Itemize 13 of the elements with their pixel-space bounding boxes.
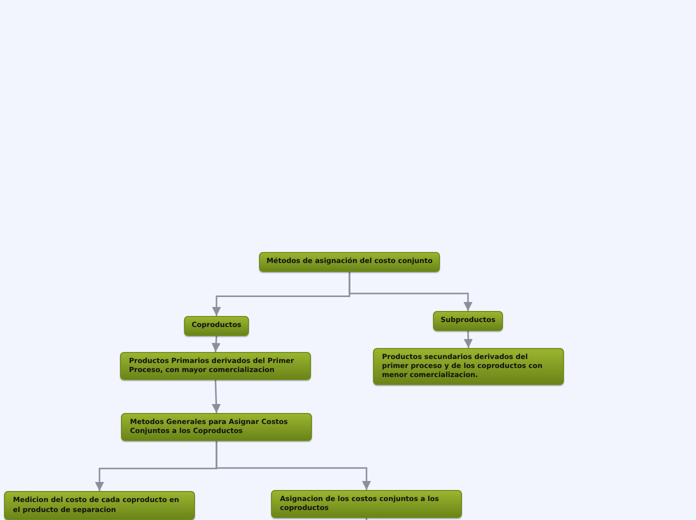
topic-box [121,413,312,441]
connector-arrow [212,336,221,352]
connector-arrow [216,441,371,490]
topic-box [433,311,503,331]
connector-arrow [212,380,221,414]
connector-arrow [348,272,472,311]
topic-box [373,348,564,385]
topic-box [4,491,195,520]
topic-box [184,316,249,336]
topic-box [120,352,311,380]
topic-box [271,490,462,518]
connector-arrow [464,330,473,348]
topic-box [259,252,440,272]
